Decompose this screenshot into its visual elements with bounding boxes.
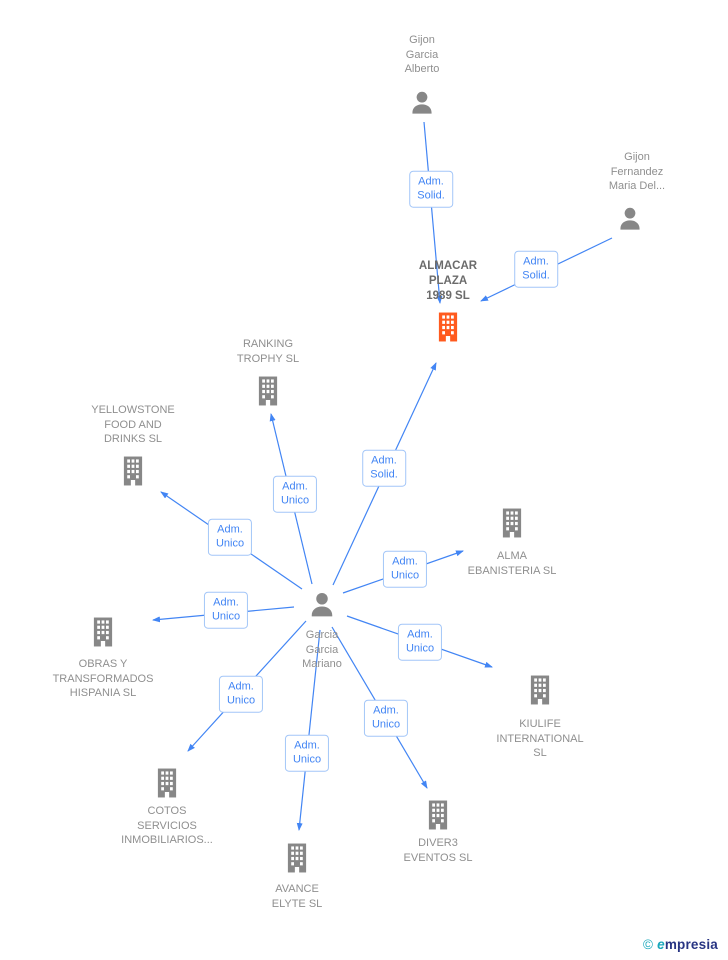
person-node-garcia-garcia-mariano[interactable] (307, 590, 337, 620)
company-label-avance-elyte[interactable]: AVANCE ELYTE SL (271, 883, 323, 910)
edge-label-adm-unico: Adm. Unico (397, 623, 443, 661)
edge-label-adm-unico: Adm. Unico (218, 675, 264, 713)
edge-label-adm-unico: Adm. Unico (284, 734, 330, 772)
edge-label-adm-unico: Adm. Unico (363, 699, 409, 737)
building-icon (154, 768, 180, 798)
building-icon (90, 617, 116, 647)
person-node-gijon-fernandez-maria[interactable] (616, 205, 644, 233)
building-icon (120, 456, 146, 486)
edge-label-adm-solid: Adm. Solid. (409, 170, 453, 208)
brand-name: mpresia (664, 937, 718, 952)
company-node-avance-elyte[interactable] (284, 843, 310, 873)
company-node-almacar-plaza[interactable] (435, 312, 461, 342)
building-icon (255, 376, 281, 406)
company-node-kiulife[interactable] (527, 675, 553, 705)
person-icon (307, 590, 337, 620)
company-label-almacar-plaza[interactable]: ALMACAR PLAZA 1989 SL (418, 260, 478, 303)
person-label-garcia-garcia-mariano[interactable]: Garcia Garcia Mariano (302, 629, 342, 671)
edge-label-adm-unico: Adm. Unico (203, 591, 249, 629)
edge-mariano-avance (296, 629, 321, 831)
company-node-cotos-servicios[interactable] (154, 768, 180, 798)
building-icon (284, 843, 310, 873)
company-label-diver3-eventos[interactable]: DIVER3 EVENTOS SL (403, 837, 473, 864)
edge-label-adm-unico: Adm. Unico (207, 518, 253, 556)
company-label-kiulife[interactable]: KIULIFE INTERNATIONAL SL (496, 718, 584, 760)
person-icon (408, 89, 436, 117)
company-label-ranking-trophy[interactable]: RANKING TROPHY SL (236, 338, 300, 365)
building-icon (499, 508, 525, 538)
edge-label-adm-unico: Adm. Unico (272, 475, 318, 513)
building-icon (435, 312, 461, 342)
company-label-alma-ebanisteria[interactable]: ALMA EBANISTERIA SL (467, 550, 557, 577)
company-label-cotos-servicios[interactable]: COTOS SERVICIOS INMOBILIARIOS... (121, 805, 213, 847)
brand-initial: e (657, 937, 665, 952)
person-node-gijon-garcia-alberto[interactable] (408, 89, 436, 117)
company-label-yellowstone[interactable]: YELLOWSTONE FOOD AND DRINKS SL (91, 404, 175, 446)
building-icon (425, 800, 451, 830)
company-node-yellowstone[interactable] (120, 456, 146, 486)
company-node-diver3-eventos[interactable] (425, 800, 451, 830)
building-icon (527, 675, 553, 705)
edge-label-adm-solid: Adm. Solid. (362, 449, 406, 487)
person-label-gijon-garcia-alberto[interactable]: Gijon Garcia Alberto (404, 34, 440, 76)
person-icon (616, 205, 644, 233)
empresia-logo[interactable]: © empresia (643, 937, 718, 952)
company-node-alma-ebanisteria[interactable] (499, 508, 525, 538)
edge-label-adm-solid: Adm. Solid. (514, 250, 558, 288)
company-label-obras-transformados[interactable]: OBRAS Y TRANSFORMADOS HISPANIA SL (52, 658, 154, 700)
company-node-ranking-trophy[interactable] (255, 376, 281, 406)
edge-alberto-almacar (423, 121, 443, 304)
company-node-obras-transformados[interactable] (90, 617, 116, 647)
person-label-gijon-fernandez-maria[interactable]: Gijon Fernandez Maria Del... (608, 151, 666, 193)
edge-label-adm-unico: Adm. Unico (382, 550, 428, 588)
copyright-symbol: © (642, 937, 654, 952)
